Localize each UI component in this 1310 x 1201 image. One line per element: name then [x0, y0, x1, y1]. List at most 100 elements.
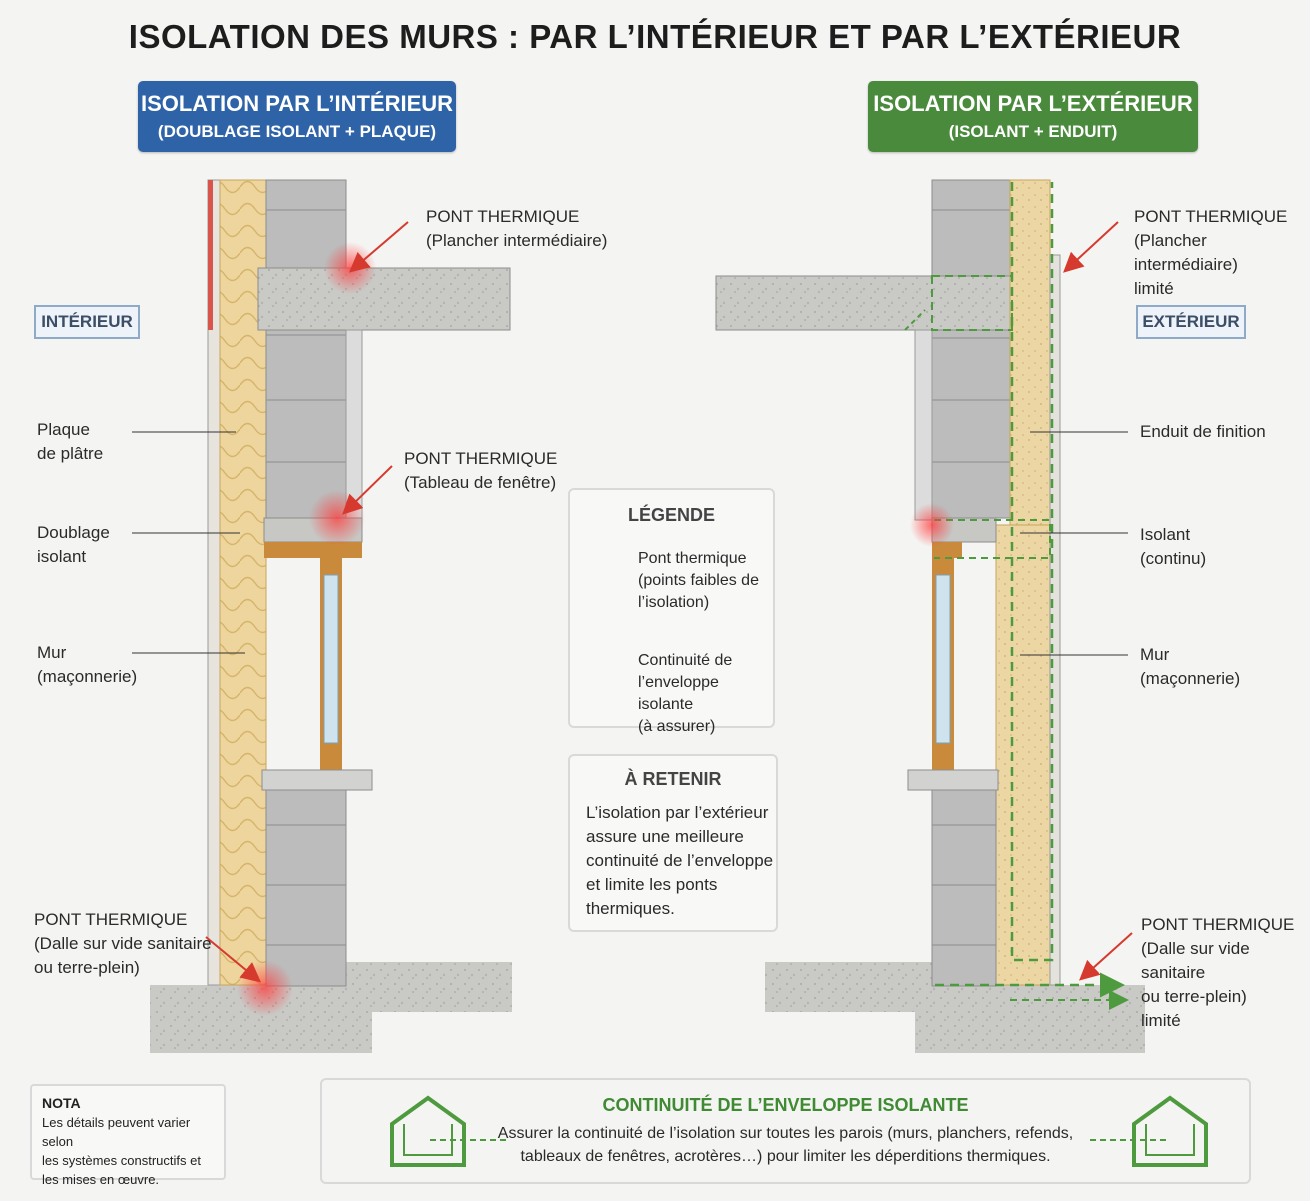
continuity-mark-1 [904, 309, 926, 331]
floor-slab-left [346, 962, 512, 1012]
label-mur-right-line2: (maçonnerie) [1140, 669, 1241, 688]
bridge-3-left-sub2: ou terre-plein) [34, 958, 140, 977]
legend-box: LÉGENDE Pont thermique (points faibles d… [568, 488, 775, 735]
legend-item2-line3: (à assurer) [638, 718, 716, 735]
continuity-window-right [934, 519, 1051, 559]
retenir-line: thermiques. [586, 899, 675, 918]
interior-section [132, 179, 512, 1053]
interior-side-tag: INTÉRIEUR [34, 305, 140, 339]
continuity-line1: Assurer la continuité de l’isolation sur… [497, 1125, 1074, 1142]
legend-item2-line1: Continuité de [638, 652, 733, 669]
thermal-bridge-glow-2-left [309, 490, 365, 546]
bridge-arrow-1-left [348, 221, 409, 273]
label-mur-left: Mur (maçonnerie) [37, 641, 137, 689]
nota-text: Les détails peuvent varier selon les sys… [42, 1113, 224, 1189]
bridge-3-right-note: limité [1141, 1011, 1181, 1030]
thermal-bridge-glow-1-left [324, 242, 376, 294]
bridge-3-right-sub1: (Dalle sur vide sanitaire [1141, 939, 1250, 982]
legend-title: LÉGENDE [627, 505, 715, 525]
floor-slab-right [765, 962, 935, 1012]
legend-item2-line2: l’enveloppe isolante [638, 674, 719, 713]
exterior-section [715, 179, 1145, 1053]
label-plaque-line1: Plaque [37, 420, 90, 439]
continuity-title: CONTINUITÉ DE L’ENVELOPPE ISOLANTE [602, 1095, 969, 1115]
masonry-lower-left [265, 789, 347, 987]
legend-item1-line1: Pont thermique [638, 550, 747, 567]
page-title: ISOLATION DES MURS : PAR L’INTÉRIEUR ET … [128, 18, 1182, 55]
intermediate-slab-right [715, 275, 1017, 331]
bridge-arrow-1-right [1063, 221, 1119, 273]
nota-box: NOTA Les détails peuvent varier selon le… [30, 1084, 226, 1187]
retenir-line: L’isolation par l’extérieur [586, 803, 769, 822]
label-mur-right-line1: Mur [1140, 645, 1170, 664]
bridge-2-left-title: PONT THERMIQUE [404, 449, 558, 468]
legend-item1-line2: (points faibles de [638, 572, 759, 589]
bridge-label-2-left: PONT THERMIQUE (Tableau de fenêtre) [404, 447, 557, 495]
legend-item1-line3: l’isolation) [638, 594, 710, 611]
nota-title: NOTA [42, 1095, 81, 1111]
legend-item-continuity: Continuité de l’enveloppe isolante (à as… [638, 650, 773, 738]
ground-slab-right [915, 985, 1145, 1053]
bridge-arrow-2-left [342, 465, 393, 515]
bridge-1-right-note: limité [1134, 279, 1174, 298]
nota-line: les mises en œuvre. [42, 1172, 160, 1187]
interior-badge-subtitle: (DOUBLAGE ISOLANT + PLAQUE) [157, 122, 437, 141]
bridge-2-left-sub: (Tableau de fenêtre) [404, 473, 557, 492]
bridge-3-left-sub1: (Dalle sur vide sanitaire [34, 934, 212, 953]
window-glass-left [323, 574, 339, 744]
masonry-lower-right [931, 789, 997, 987]
window-sill-left [261, 769, 373, 791]
bridge-arrow-3-left [205, 936, 262, 983]
masonry-upper-left [265, 179, 347, 519]
thermal-bridge-glow-right [910, 503, 954, 547]
label-mur-right: Mur (maçonnerie) [1140, 643, 1240, 691]
nota-line: Les détails peuvent varier selon [42, 1115, 191, 1149]
interior-badge-title: ISOLATION PAR L’INTÉRIEUR [140, 91, 454, 116]
masonry-upper-right [931, 179, 1011, 519]
bridge-1-left-sub: (Plancher intermédiaire) [426, 231, 608, 250]
retenir-line: et limite les ponts [586, 875, 718, 894]
exterior-badge-subtitle: (ISOLANT + ENDUIT) [948, 122, 1118, 141]
exterior-side-tag: EXTÉRIEUR [1136, 305, 1246, 339]
bridge-1-left-title: PONT THERMIQUE [426, 207, 580, 226]
label-doublage-line1: Doublage [37, 523, 110, 542]
interior-lining-left [345, 329, 363, 521]
bridge-arrow-3-right [1079, 932, 1133, 981]
window-glass-right [935, 574, 951, 744]
label-doublage: Doublage isolant [37, 521, 110, 569]
bridge-label-3-left: PONT THERMIQUE (Dalle sur vide sanitaire… [34, 908, 212, 980]
legend-item-thermal-bridge: Pont thermique (points faibles de l’isol… [638, 548, 759, 614]
window-sill-right [907, 769, 999, 791]
bridge-3-left-title: PONT THERMIQUE [34, 910, 188, 929]
bridge-3-right-sub2: ou terre-plein) [1141, 987, 1247, 1006]
continuity-outline-right [1010, 182, 1054, 962]
nota-line: les systèmes constructifs et [42, 1153, 201, 1168]
retenir-line: assure une meilleure [586, 827, 744, 846]
retenir-box: À RETENIR L’isolation par l’extérieur as… [568, 754, 778, 932]
label-mur-left-line2: (maçonnerie) [37, 667, 138, 686]
label-isolant-line2: (continu) [1140, 549, 1207, 568]
continuity-text: Assurer la continuité de l’isolation sur… [322, 1122, 1249, 1168]
exterior-badge: ISOLATION PAR L’EXTÉRIEUR (ISOLANT + END… [868, 81, 1198, 152]
label-plaque-line2: de plâtre [37, 444, 104, 463]
label-isolant: Isolant (continu) [1140, 523, 1206, 571]
bridge-1-right-sub: (Plancher intermédiaire) [1134, 231, 1238, 274]
intermediate-slab-left [257, 267, 511, 331]
label-mur-left-line1: Mur [37, 643, 67, 662]
exterior-badge-title: ISOLATION PAR L’EXTÉRIEUR [873, 91, 1193, 116]
exterior-insulation-upper [1009, 179, 1051, 526]
bridge-label-3-right: PONT THERMIQUE (Dalle sur vide sanitaire… [1141, 913, 1310, 1033]
retenir-title: À RETENIR [624, 769, 722, 789]
continuity-box: CONTINUITÉ DE L’ENVELOPPE ISOLANTE Assur… [320, 1078, 1251, 1184]
interior-lining-right [914, 329, 933, 521]
continuity-slab-right [931, 275, 1013, 331]
window-head-left [264, 542, 362, 558]
label-isolant-line1: Isolant [1140, 525, 1191, 544]
interior-badge: ISOLATION PAR L’INTÉRIEUR (DOUBLAGE ISOL… [138, 81, 456, 152]
label-enduit: Enduit de finition [1140, 422, 1266, 441]
retenir-line: continuité de l’enveloppe [586, 851, 774, 870]
bridge-label-1-left: PONT THERMIQUE (Plancher intermédiaire) [426, 205, 607, 253]
label-plaque: Plaque de plâtre [37, 418, 103, 466]
label-doublage-line2: isolant [37, 547, 87, 566]
